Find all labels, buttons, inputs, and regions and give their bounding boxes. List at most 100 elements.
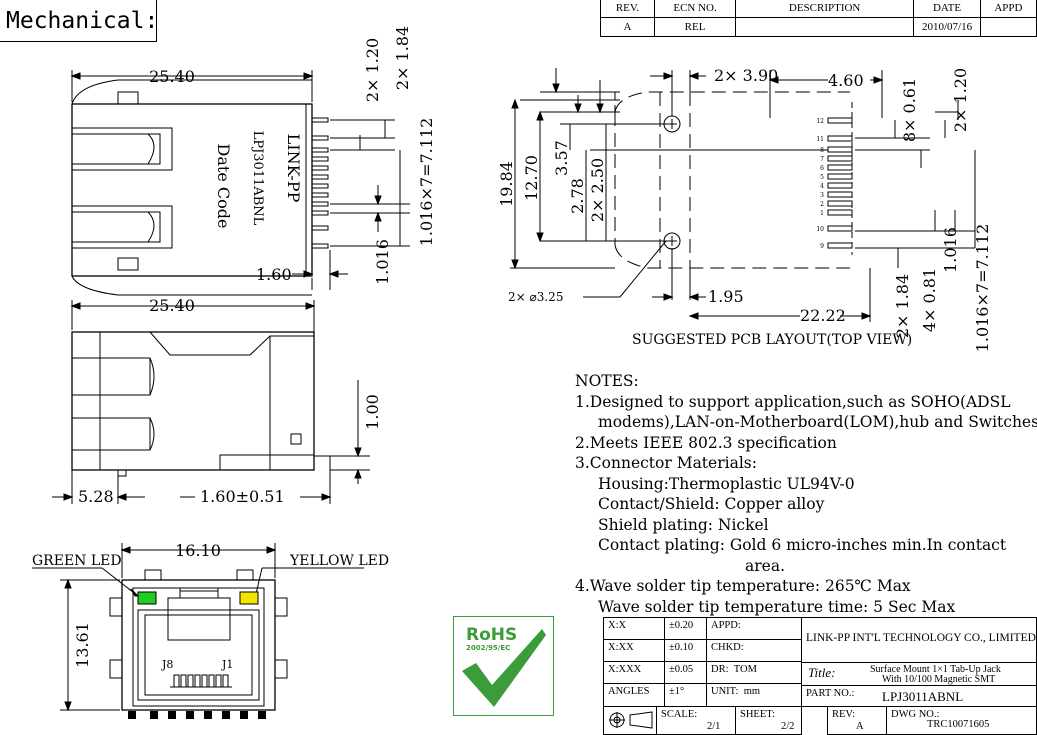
rohs-directive: 2002/95/EC [466, 644, 511, 652]
appd-value [979, 17, 1037, 37]
ecn-value: REL [654, 17, 737, 37]
top-dim-offset: 1.60 [256, 265, 292, 284]
angles-label: ANGLES [603, 683, 665, 707]
tol-xxx: X:XXX [603, 661, 665, 684]
rev-label: REV: [832, 709, 856, 720]
yellow-led-label: YELLOW LED [289, 553, 389, 569]
front-view [32, 543, 364, 719]
sheet-value: 2/2 [781, 721, 795, 732]
pcb-caption: SUGGESTED PCB LAYOUT(TOP VIEW) [632, 332, 912, 348]
rev-field: REV:A [827, 706, 887, 735]
yellow-led [239, 591, 259, 605]
dwg-number: TRC10071605 [927, 719, 990, 730]
top-view [70, 70, 410, 296]
green-led [137, 591, 157, 605]
side-tol-dim: 1.60±0.51 [200, 487, 285, 506]
pcb-dim-061: 8× 0.61 [900, 78, 919, 142]
green-led-label: GREEN LED [32, 553, 122, 569]
top-dim-pitch-single: 1.016 [373, 239, 392, 285]
note-line: Contact plating: Gold 6 micro-inches min… [598, 536, 1007, 554]
pad-number: 6 [820, 165, 824, 172]
angles-value: ±1° [664, 683, 707, 707]
pad-number: 11 [816, 136, 824, 143]
pcb-dim-1984: 19.84 [497, 161, 516, 207]
scale-value: 2/1 [707, 721, 721, 732]
unit-field: UNIT: mm [706, 683, 802, 707]
date-header: DATE [913, 0, 981, 18]
note-line: 1.Designed to support application,such a… [575, 392, 1011, 411]
j1-label: J1 [221, 658, 233, 671]
title-label: Title: [808, 665, 836, 680]
pcb-dim-250: 2× 2.50 [588, 158, 607, 222]
side-width-dim: 25.40 [149, 296, 195, 315]
description-value [735, 17, 915, 37]
dwg-label: DWG NO.: [891, 709, 940, 720]
first-angle-projection-icon [609, 711, 653, 729]
note-line: Contact/Shield: Copper alloy [598, 495, 825, 513]
date-value: 2010/07/16 [913, 17, 981, 37]
tol-xx: X:XX [603, 639, 665, 662]
pad-number: 3 [820, 192, 824, 199]
unit-value: mm [743, 686, 761, 697]
top-part-label: LPJ3011ABNL [250, 131, 265, 226]
unit-label: UNIT: [711, 686, 739, 697]
side-left-dim: 5.28 [78, 487, 114, 506]
revision-table: REV. ECN NO. DESCRIPTION DATE APPD A REL… [599, 0, 1037, 37]
note-line: Housing:Thermoplastic UL94V-0 [598, 474, 855, 493]
pcb-dim-2222: 22.22 [800, 306, 846, 325]
top-dim-pin-b: 2× 1.84 [393, 26, 412, 90]
tol-xx-value: ±0.10 [664, 639, 707, 662]
pcb-dim-120: 2× 1.20 [951, 68, 970, 132]
note-line: 2.Meets IEEE 802.3 specification [575, 433, 837, 452]
part-label: PART NO.: [806, 688, 855, 699]
notes-block: NOTES: 1.Designed to support application… [575, 371, 1037, 617]
pcb-hole-pitch: 2× 3.90 [714, 66, 778, 85]
side-height-dim: 1.00 [363, 394, 382, 430]
title-line2: With 10/100 Magnetic SMT [882, 674, 996, 685]
pad-number: 4 [820, 183, 824, 190]
pcb-dim-278: 2.78 [568, 178, 587, 214]
title-block: X:X ±0.20 APPD: LINK-PP INT'L TECHNOLOGY… [603, 617, 1037, 735]
rohs-logo: RoHS 2002/95/EC [453, 616, 554, 716]
note-line: 4.Wave solder tip temperature: 265℃ Max [575, 577, 911, 595]
scale-field: SCALE:2/1 [656, 706, 736, 735]
rohs-label: RoHS [466, 625, 518, 645]
pad-number: 2 [820, 201, 824, 208]
note-line: area. [745, 556, 785, 575]
pad-number: 12 [816, 118, 824, 125]
top-brand-label: LINK-PP [284, 134, 303, 203]
pad-number: 5 [820, 174, 824, 181]
rohs-check-icon [462, 629, 546, 707]
appd-label: APPD: [706, 617, 802, 640]
dwg-field: DWG NO.:TRC10071605 [886, 706, 1037, 735]
sheet-label: SHEET: [740, 709, 776, 720]
pcb-dim-195: 1.95 [708, 287, 744, 306]
side-view [52, 300, 370, 504]
tol-x: X:X [603, 617, 665, 640]
pcb-dim-1270: 12.70 [522, 155, 541, 201]
rev-block-value: A [856, 721, 864, 732]
dr-label: DR: [711, 664, 729, 675]
pad-number: 10 [816, 226, 824, 233]
note-line: Shield plating: Nickel [598, 515, 769, 534]
pcb-dim-460: 4.60 [828, 71, 864, 90]
page-title: Mechanical: [0, 0, 158, 42]
tol-xxx-value: ±0.05 [664, 661, 707, 684]
pcb-dim-pitch: 1.016×7=7.112 [973, 224, 992, 353]
pad-number: 7 [820, 156, 824, 163]
top-dim-pin-a: 2× 1.20 [363, 38, 382, 102]
projection-symbol [603, 706, 657, 735]
pcb-dim-081: 4× 0.81 [920, 268, 939, 332]
note-line: Wave solder tip temperature time: 5 Sec … [598, 597, 956, 616]
top-width-dim: 25.40 [149, 67, 195, 86]
dr-field: DR: TOM [706, 661, 802, 684]
note-line: modems),LAN-on-Motherboard(LOM),hub and … [598, 413, 1037, 431]
pcb-dim-357: 3.57 [552, 140, 571, 176]
sheet-field: SHEET: 2/2 [735, 706, 802, 735]
company-name: LINK-PP INT'L TECHNOLOGY CO., LIMITED [801, 617, 1037, 663]
front-width-dim: 16.10 [175, 541, 221, 560]
pad-number: 9 [820, 243, 824, 250]
